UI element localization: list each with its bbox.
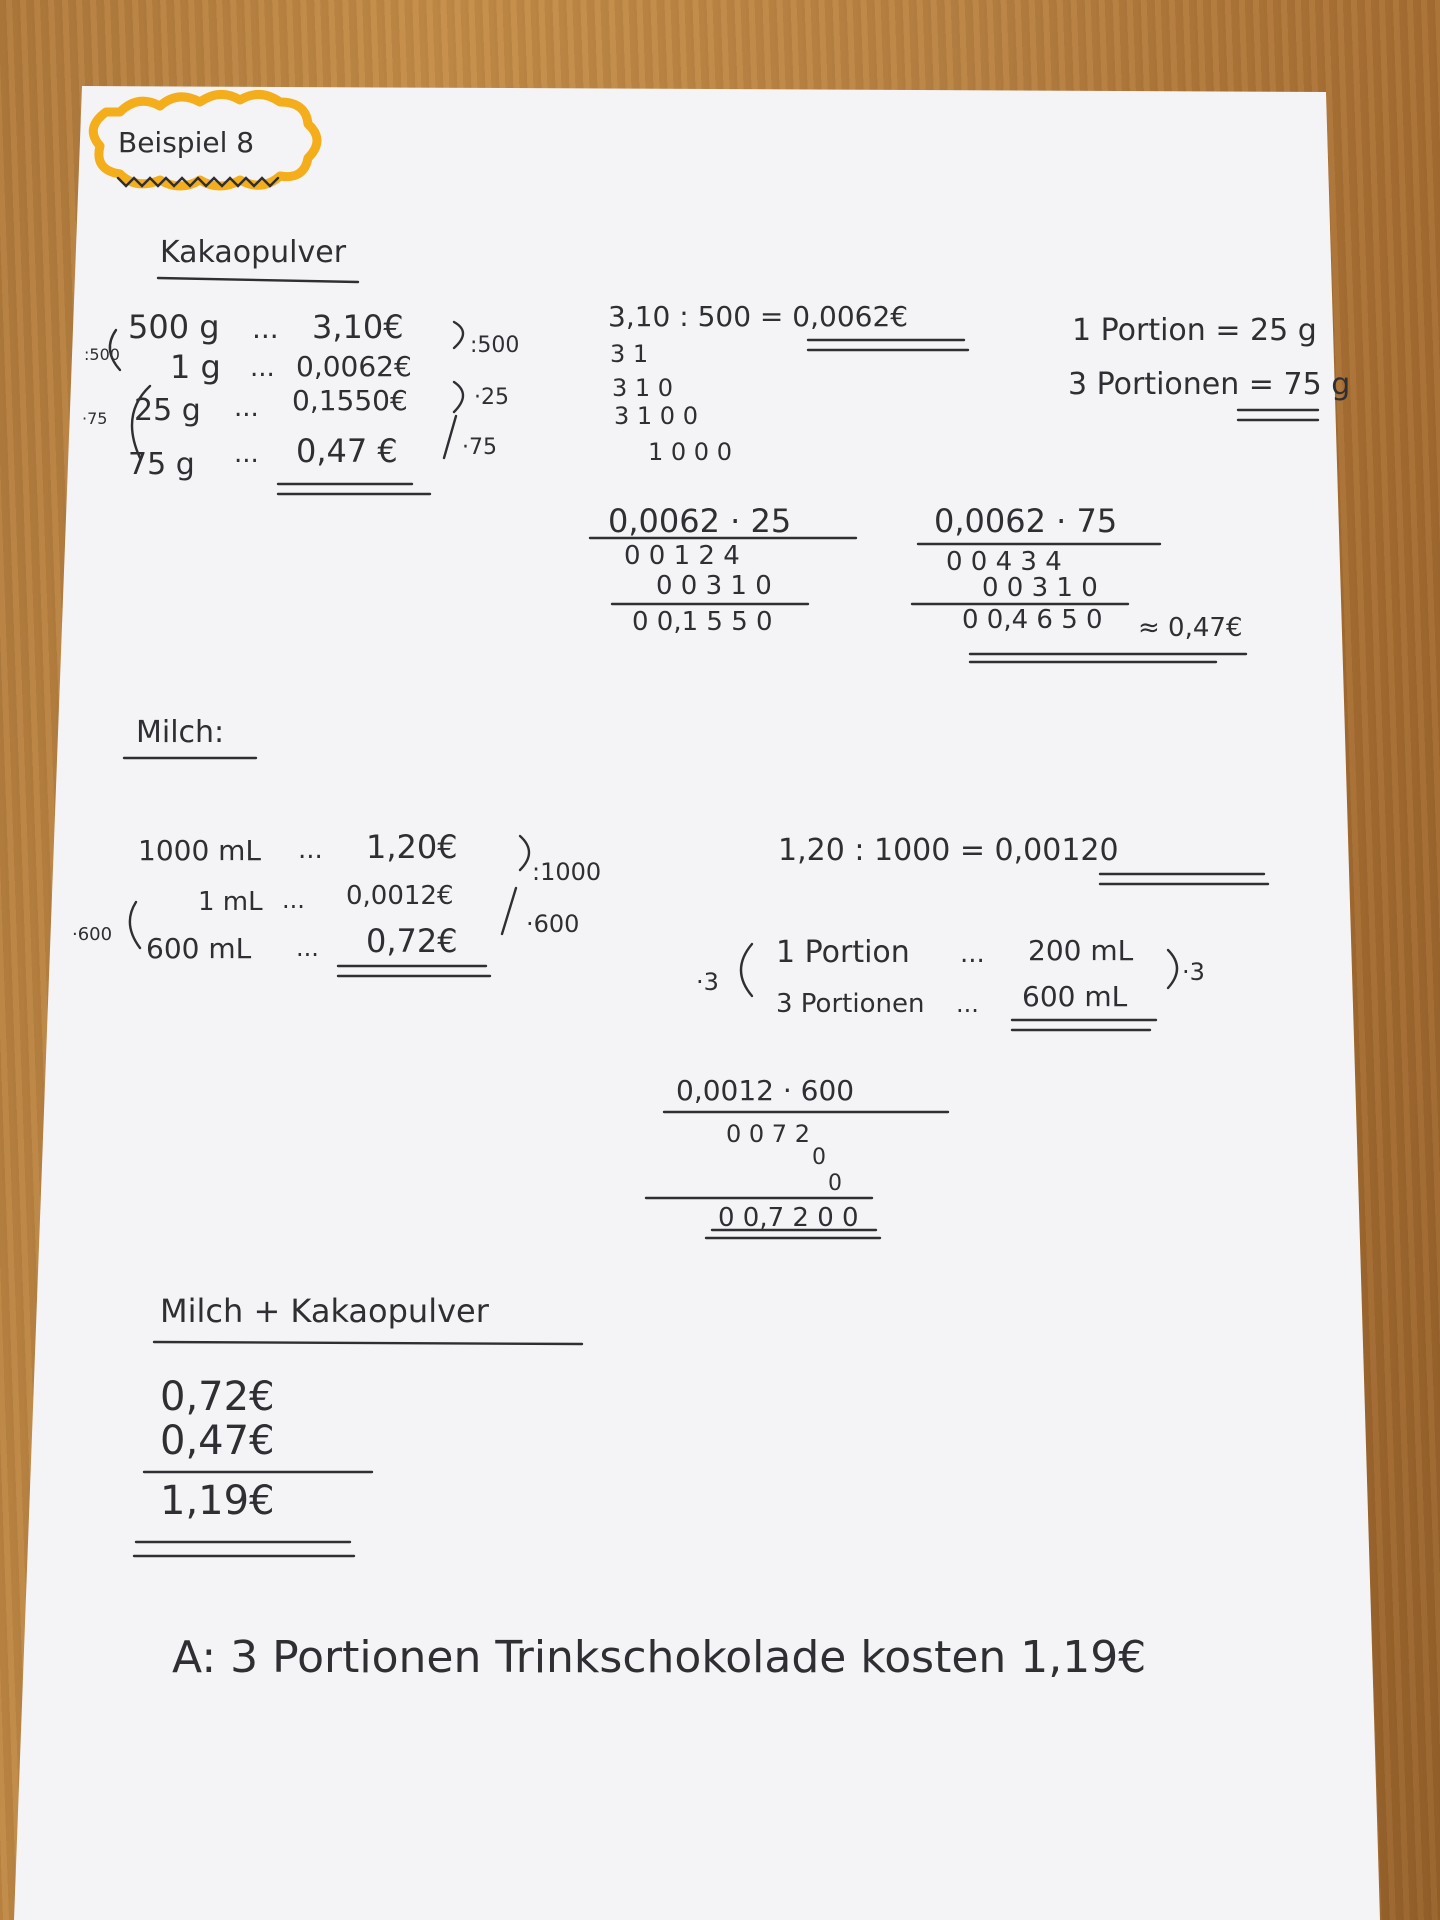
cocoa-portion-1: 1 Portion = 25 g: [1072, 313, 1317, 348]
milk-portion-1-label: 1 Portion: [776, 935, 910, 970]
cocoa-op-75: ·75: [462, 435, 497, 460]
milk-heading: Milch:: [136, 715, 224, 750]
milk-amount-1000: 1000 mL: [138, 834, 261, 867]
sum-section: Milch + Kakaopulver 0,72€ 0,47€ 1,19€: [132, 1292, 584, 1558]
milk-section: Milch: 1000 mL ... 1,20€ 1 mL ... 0,0012…: [72, 715, 1270, 1240]
milk-left-op: ·600: [72, 924, 112, 945]
cocoa-mult75-row-3: 0 0,4 6 5 0: [962, 605, 1103, 635]
milk-bracket-600: [500, 886, 518, 936]
sum-line-cocoa: 0,47€: [160, 1418, 275, 1464]
milk-portion-3-amount: 600 mL: [1022, 980, 1128, 1013]
cocoa-amount-500g: 500 g: [128, 308, 220, 346]
milk-dots-1: ...: [298, 835, 323, 865]
sum-heading: Milch + Kakaopulver: [160, 1292, 490, 1330]
cocoa-price-1g: 0,0062€: [296, 350, 412, 383]
cocoa-bracket-75: [442, 414, 458, 460]
cocoa-left-op-75: ·75: [82, 409, 107, 428]
milk-mult600-row-1: 0 0 7 2: [726, 1120, 810, 1148]
cocoa-amount-25g: 25 g: [134, 393, 201, 428]
cocoa-division-step-1: 3 1: [610, 340, 648, 368]
milk-left-arrow: [128, 900, 142, 950]
cocoa-division-step-4: 1 0 0 0: [648, 438, 732, 466]
milk-price-600: 0,72€: [366, 922, 458, 960]
example-badge: Beispiel 8: [88, 90, 322, 191]
milk-portion-1-amount: 200 mL: [1028, 934, 1134, 967]
cocoa-mult75-row-1: 0 0 4 3 4: [946, 547, 1062, 577]
cocoa-dots-3: ...: [234, 393, 259, 423]
cocoa-section: Kakaopulver :500 ·75 500 g ... 3,10€ 1 g…: [82, 235, 1350, 664]
milk-price-1000: 1,20€: [366, 828, 458, 866]
milk-portion-dots-2: ...: [956, 990, 979, 1018]
cocoa-mult25-row-1: 0 0 1 2 4: [624, 541, 740, 571]
cocoa-left-arrow-1: [108, 328, 122, 372]
cocoa-price-25g: 0,1550€: [292, 384, 408, 417]
cocoa-portion-3: 3 Portionen = 75 g: [1068, 367, 1350, 402]
milk-mult600-row-2: 0: [812, 1145, 826, 1170]
cocoa-division-step-3: 3 1 0 0: [614, 402, 698, 430]
cocoa-mult75-approx: ≈ 0,47€: [1138, 613, 1242, 643]
milk-portion-op: ·3: [696, 968, 719, 996]
milk-amount-600: 600 mL: [146, 932, 252, 965]
milk-bracket-1000: [518, 834, 531, 872]
milk-portion-left-bracket: [739, 942, 754, 998]
cocoa-bracket-25: [452, 380, 465, 414]
answer-sentence: A: 3 Portionen Trinkschokolade kosten 1,…: [172, 1632, 1146, 1683]
cocoa-left-arrow-2: [130, 384, 152, 460]
milk-portion-op-right: ·3: [1182, 958, 1205, 986]
cocoa-mult25-row-2: 0 0 3 1 0: [656, 571, 772, 601]
cocoa-division-expr: 3,10 : 500 = 0,0062€: [608, 300, 908, 333]
milk-op-1000: :1000: [532, 858, 601, 886]
cocoa-amount-75g: 75 g: [128, 447, 195, 482]
cocoa-mult25-row-3: 0 0,1 5 5 0: [632, 607, 773, 637]
sum-total: 1,19€: [160, 1478, 275, 1524]
cocoa-price-75g: 0,47 €: [296, 432, 398, 470]
cocoa-dots-4: ...: [234, 439, 259, 469]
cocoa-division-step-2: 3 1 0: [612, 374, 673, 402]
cocoa-mult75-row-2: 0 0 3 1 0: [982, 573, 1098, 603]
milk-op-600: ·600: [526, 910, 579, 938]
milk-mult600-expr: 0,0012 · 600: [676, 1074, 854, 1107]
example-title: Beispiel 8: [118, 126, 254, 159]
cocoa-dots-1: ...: [252, 312, 279, 345]
milk-portion-dots-1: ...: [960, 939, 985, 969]
milk-amount-1: 1 mL: [198, 887, 263, 917]
milk-portion-3-label: 3 Portionen: [776, 989, 924, 1019]
cocoa-mult75-expr: 0,0062 · 75: [934, 502, 1117, 540]
cocoa-dots-2: ...: [250, 353, 275, 383]
sum-line-milk: 0,72€: [160, 1374, 275, 1420]
cocoa-heading: Kakaopulver: [160, 235, 347, 270]
cocoa-amount-1g: 1 g: [170, 348, 221, 386]
cocoa-op-500: :500: [470, 333, 519, 358]
cocoa-bracket-500: [452, 320, 465, 350]
cocoa-op-25: ·25: [474, 385, 509, 410]
milk-mult600-row-4: 0 0,7 2 0 0: [718, 1203, 859, 1233]
milk-price-1: 0,0012€: [346, 881, 454, 911]
milk-mult600-row-3: 0: [828, 1171, 842, 1196]
cocoa-price-500g: 3,10€: [312, 308, 404, 346]
cocoa-mult25-expr: 0,0062 · 25: [608, 502, 791, 540]
milk-division-expr: 1,20 : 1000 = 0,00120: [778, 833, 1119, 868]
milk-dots-2: ...: [282, 886, 305, 914]
milk-portion-right-bracket: [1166, 948, 1179, 990]
milk-dots-3: ...: [296, 934, 319, 962]
